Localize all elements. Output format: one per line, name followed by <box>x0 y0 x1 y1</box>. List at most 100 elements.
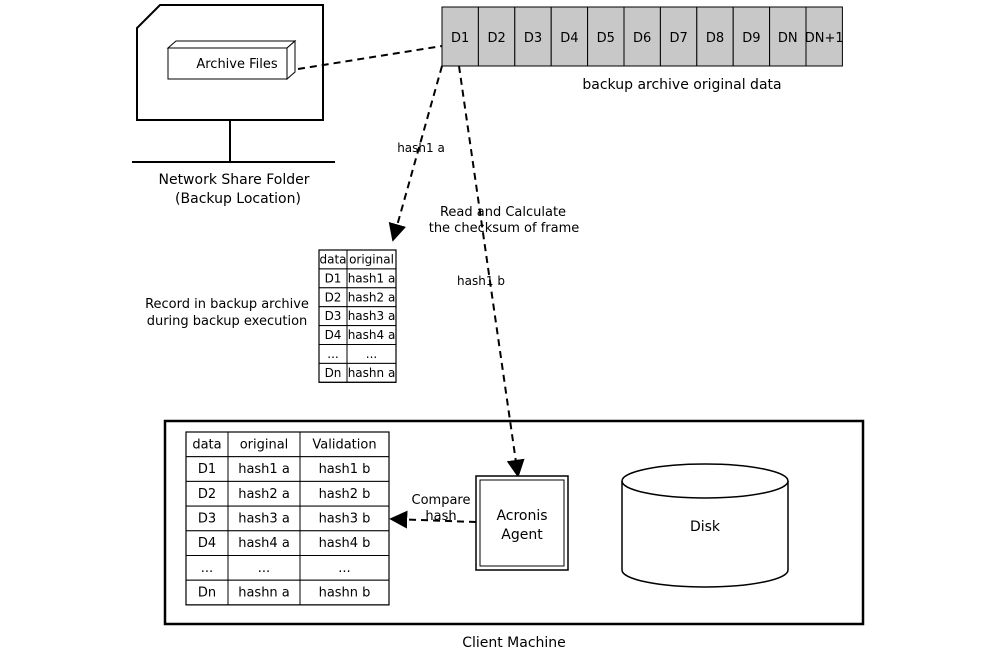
table-cell: Validation <box>312 437 376 452</box>
agent-label-line1: Acronis <box>496 508 547 524</box>
table-cell: hash2 a <box>348 290 396 304</box>
client-machine-frame <box>163 419 865 626</box>
network-share-folder: Archive Files Network Share Folder (Back… <box>132 4 335 207</box>
data-blocks-strip: D1 D2 D3 D4 D5 D6 D7 D8 D9 DN DN+1 <box>441 6 844 67</box>
data-block: D9 <box>732 6 771 67</box>
table-cell: hashn b <box>319 586 371 601</box>
disk-label: Disk <box>690 519 721 535</box>
table-cell: hash1 a <box>348 271 396 285</box>
table-row: Dn hashn a <box>318 362 397 383</box>
table-cell: D1 <box>325 271 342 285</box>
table-cell: ... <box>366 347 377 361</box>
data-block: D6 <box>623 6 661 67</box>
table-row: D1 hash1 a hash1 b <box>185 456 390 482</box>
table-row: ...... <box>318 344 397 364</box>
table-cell: D3 <box>325 309 342 323</box>
table-cell: hash3 a <box>348 309 396 323</box>
network-share-subtitle: (Backup Location) <box>175 191 301 207</box>
data-block-label: DN+1 <box>805 31 844 46</box>
record-caption-line2: during backup execution <box>147 314 308 329</box>
table-cell: D4 <box>198 536 216 551</box>
table-row: D2 hash2 a hash2 b <box>185 480 390 507</box>
data-blocks-caption: backup archive original data <box>582 77 781 93</box>
table-cell: ... <box>327 347 338 361</box>
data-block: DN+1 <box>805 6 844 67</box>
table-cell: ... <box>258 561 270 576</box>
table-row: D2 hash2 a <box>318 287 397 308</box>
table-header-row: data original Validation <box>185 431 390 458</box>
acronis-agent-box: Acronis Agent <box>475 475 569 571</box>
table-cell: hash4 a <box>238 536 290 551</box>
archive-files-label: Archive Files <box>196 57 278 72</box>
table-cell: hash2 b <box>319 487 371 502</box>
data-block-label: D9 <box>742 31 760 46</box>
data-block-label: D7 <box>669 31 687 46</box>
compare-label-line1: Compare <box>412 493 471 508</box>
compare-label-line2: hash <box>425 509 456 524</box>
table-cell: Dn <box>198 586 216 601</box>
data-block-label: D5 <box>597 31 615 46</box>
data-block: D5 <box>587 6 625 67</box>
archive-files-box: Archive Files <box>166 39 297 81</box>
data-block-label: D6 <box>633 31 651 46</box>
table-row: D3 hash3 a hash3 b <box>185 505 390 532</box>
table-cell: ... <box>201 561 213 576</box>
table-cell: original <box>349 252 394 266</box>
table-cell: original <box>240 437 289 452</box>
table-cell: Dn <box>325 366 342 380</box>
data-block-label: D4 <box>560 31 578 46</box>
table-cell: D1 <box>198 462 216 477</box>
table-cell: hash4 b <box>319 536 371 551</box>
hash1-a-label: hash1 a <box>397 141 445 155</box>
data-block: D7 <box>659 6 698 67</box>
data-block-label: D1 <box>451 31 469 46</box>
table-cell: hashn a <box>238 586 290 601</box>
data-block: D1 <box>441 6 479 67</box>
read-calculate-label-line1: Read and Calculate <box>440 205 566 220</box>
client-machine-label: Client Machine <box>462 635 566 651</box>
data-block: D2 <box>477 6 516 67</box>
data-block: DN <box>769 6 807 67</box>
table-cell: hashn a <box>348 366 396 380</box>
hash-a-arrow <box>388 65 443 242</box>
table-cell: ... <box>338 561 350 576</box>
table-row: ......... <box>185 555 390 581</box>
table-cell: hash3 a <box>238 511 290 526</box>
table-cell: data <box>192 437 221 452</box>
table-cell: hash1 b <box>319 462 371 477</box>
agent-label-line2: Agent <box>501 527 543 543</box>
table-row: D4 hash4 a <box>318 325 397 346</box>
table-cell: D4 <box>325 328 342 342</box>
disk-cylinder: Disk <box>621 463 789 588</box>
table-row: D3 hash3 a <box>318 306 397 327</box>
table-cell: hash2 a <box>238 487 290 502</box>
table-cell: D2 <box>198 487 216 502</box>
network-share-title: Network Share Folder <box>158 172 309 188</box>
read-calculate-label-line2: the checksum of frame <box>429 221 580 236</box>
data-block-label: DN <box>778 31 798 46</box>
data-block-label: D3 <box>524 31 542 46</box>
read-calculate-arrow <box>458 65 525 478</box>
archive-to-blocks-connector <box>297 45 443 70</box>
data-block-label: D2 <box>487 31 505 46</box>
table-cell: data <box>319 252 346 266</box>
table-cell: hash4 a <box>348 328 396 342</box>
data-block-label: D8 <box>706 31 724 46</box>
table-row: D1 hash1 a <box>318 268 397 289</box>
data-block: D8 <box>696 6 734 67</box>
compare-hash-arrow <box>389 510 477 529</box>
table-cell: D2 <box>325 290 342 304</box>
table-row: Dn hashn a hashn b <box>185 579 390 606</box>
table-cell: hash1 a <box>238 462 290 477</box>
table-cell: D3 <box>198 511 216 526</box>
table-row: D4 hash4 a hash4 b <box>185 530 390 556</box>
data-block: D4 <box>550 6 589 67</box>
data-block: D3 <box>514 6 552 67</box>
record-caption-line1: Record in backup archive <box>145 297 309 312</box>
table-cell: hash3 b <box>319 511 371 526</box>
hash1-b-label: hash1 b <box>457 274 505 288</box>
